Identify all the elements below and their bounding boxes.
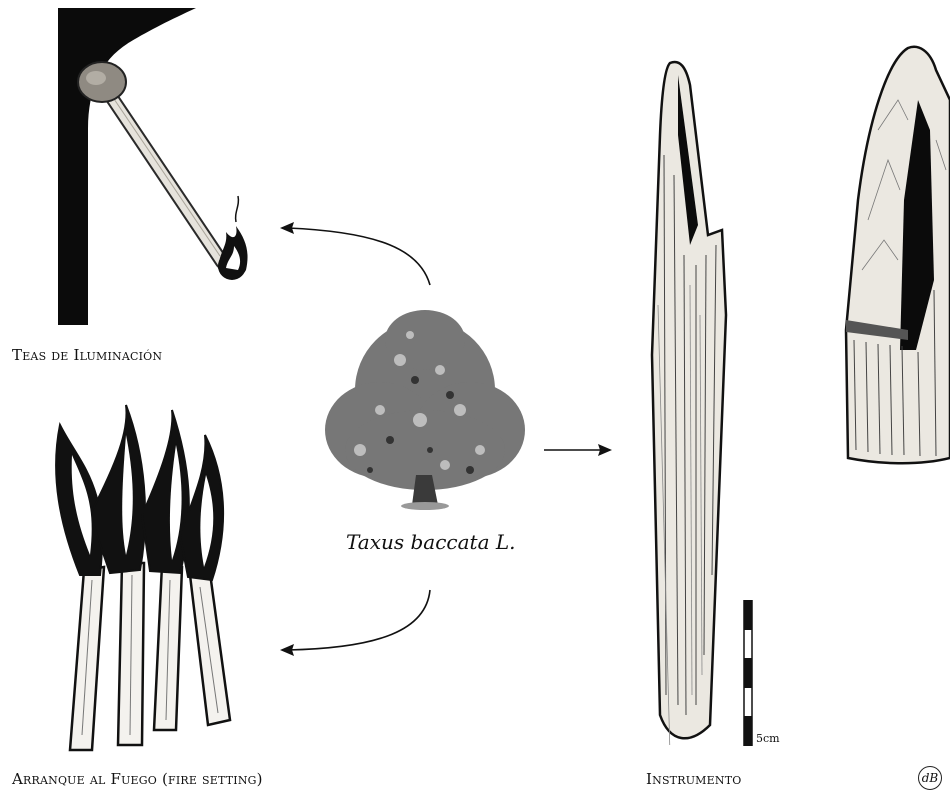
arrow-to-fire xyxy=(270,585,450,665)
cave-wall xyxy=(58,8,196,325)
scale-bar xyxy=(740,600,756,746)
torch-illustration xyxy=(0,0,280,330)
author-logo: dB xyxy=(918,766,942,790)
tool-label: Instrumento xyxy=(646,770,741,788)
tool-front-illustration xyxy=(640,55,740,745)
scale-label: 5cm xyxy=(756,732,780,745)
yew-tree-illustration xyxy=(320,300,530,520)
torch-label: Teas de Iluminación xyxy=(12,346,162,364)
arrow-to-torch xyxy=(270,210,450,290)
fire-setting-label: Arranque al Fuego (fire setting) xyxy=(12,770,263,788)
arrow-to-tool xyxy=(540,440,620,460)
flame-icon xyxy=(218,196,248,280)
tool-detail-illustration xyxy=(838,40,950,470)
fire-setting-illustration xyxy=(30,395,260,765)
species-name: Taxus baccata L. xyxy=(346,530,516,554)
